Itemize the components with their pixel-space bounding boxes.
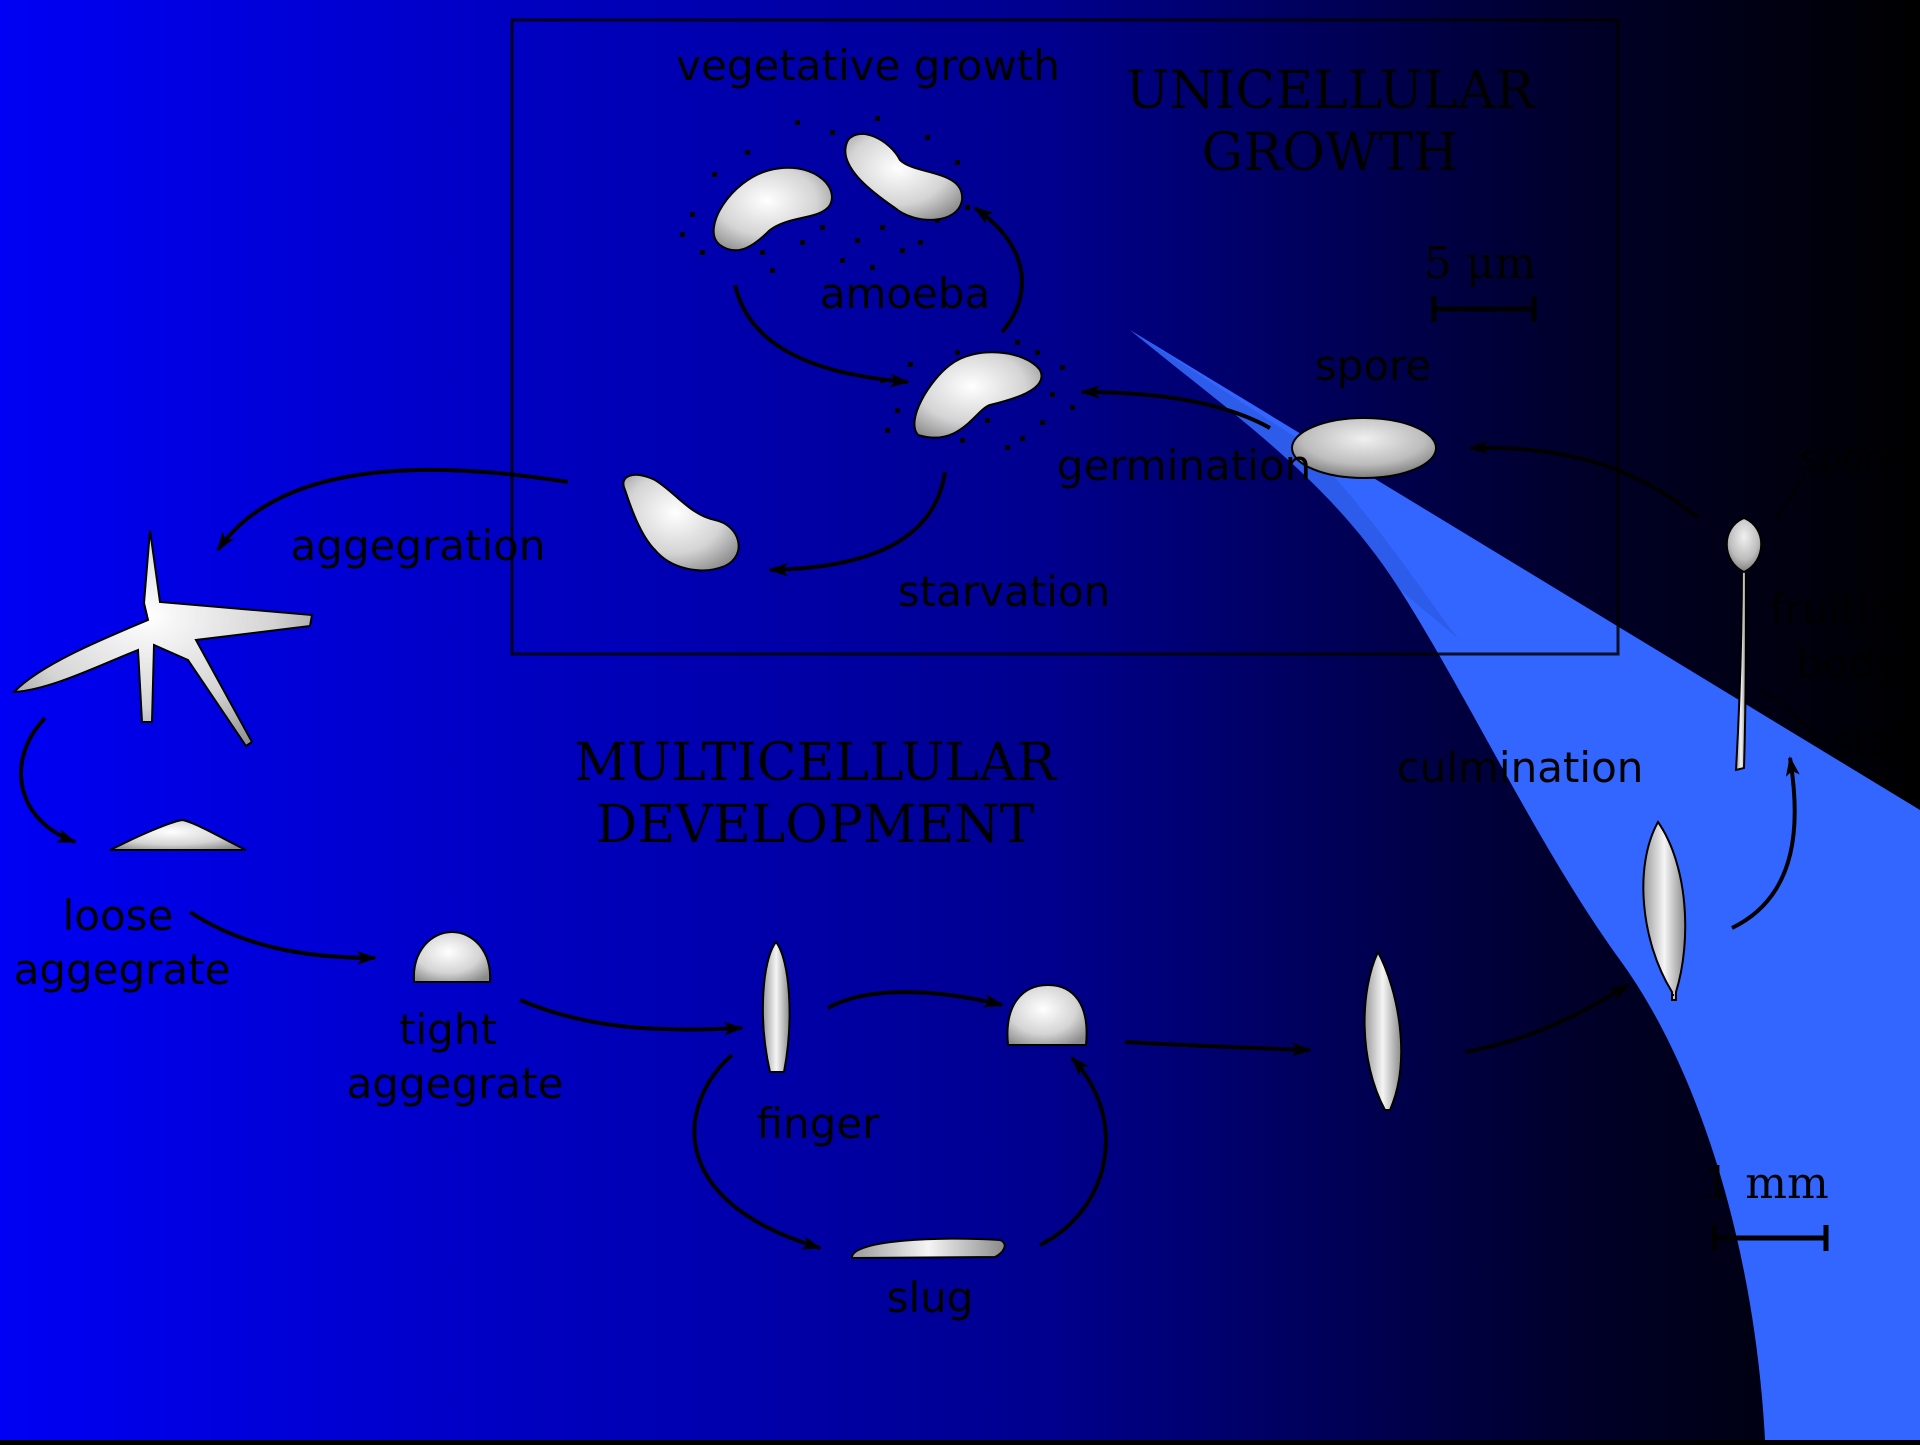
label-tight-aggregate-line2: aggegrate [347,1059,564,1108]
multicellular-heading-line2: DEVELOPMENT [596,795,1035,855]
label-fruiting-body-line2: body [1796,639,1900,688]
micro-scale-label: 5 μm [1424,238,1536,289]
label-amoeba: amoeba [820,269,991,318]
spore-cell [1292,418,1436,478]
label-vegetative-growth: vegetative growth [676,41,1060,90]
label-loose-aggregate-line1: loose [63,891,174,940]
unicellular-heading-line1: UNICELLULAR [1126,61,1537,121]
label-loose-aggregate-line2: aggegrate [14,945,231,994]
multicellular-heading-line1: MULTICELLULAR [574,733,1057,793]
label-aggregation: aggegration [290,521,545,570]
label-starvation: starvation [898,567,1110,616]
label-culmination: culmination [1397,743,1644,792]
label-fruiting-body-line1: fruiting [1770,585,1920,634]
label-stalk: stalk [1832,720,1920,766]
macro-scale-label: 1 mm [1703,1158,1828,1209]
label-slug: slug [887,1273,974,1322]
label-tight-aggregate-line1: tight [399,1005,497,1054]
label-germination: germination [1057,441,1311,490]
unicellular-heading-line2: GROWTH [1202,123,1459,183]
label-spores-callout: spores [1800,438,1919,479]
label-finger: finger [757,1099,881,1148]
label-spore: spore [1315,341,1431,390]
